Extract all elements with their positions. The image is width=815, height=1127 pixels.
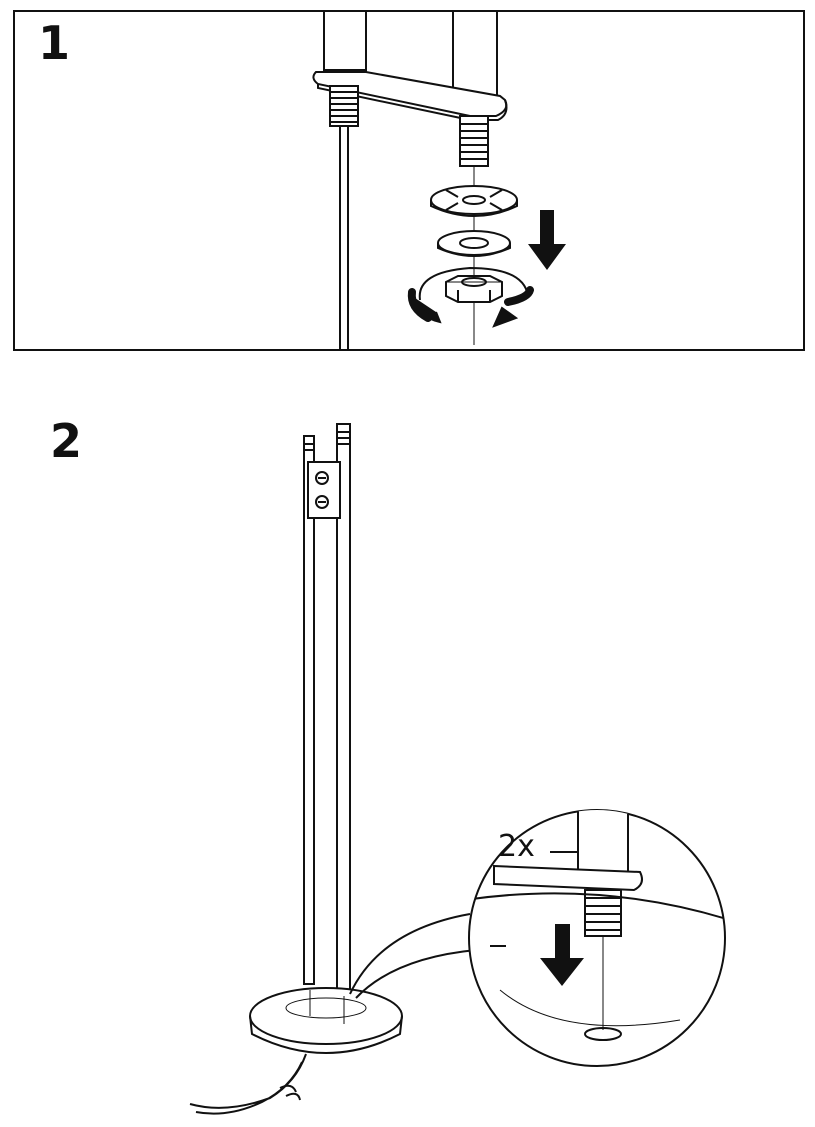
rotate-clockwise-arrow-icon — [407, 266, 534, 328]
floor-lamp-frame-icon — [303, 423, 351, 991]
detail-magnifier-icon — [349, 809, 726, 1067]
spring-washer-icon — [437, 230, 511, 257]
step-1-number: 1 — [38, 16, 71, 70]
power-cord-icon — [339, 126, 349, 349]
toothed-washer-icon — [430, 185, 518, 217]
hex-nut-icon — [445, 275, 503, 303]
push-down-arrow-icon — [540, 924, 584, 986]
lamp-base-icon — [249, 987, 403, 1054]
push-down-arrow-icon — [528, 210, 566, 270]
power-cord-icon — [189, 1053, 307, 1115]
threaded-rod-icon — [329, 85, 489, 167]
quantity-label: 2x — [498, 829, 535, 864]
step-2-number: 2 — [50, 414, 83, 468]
